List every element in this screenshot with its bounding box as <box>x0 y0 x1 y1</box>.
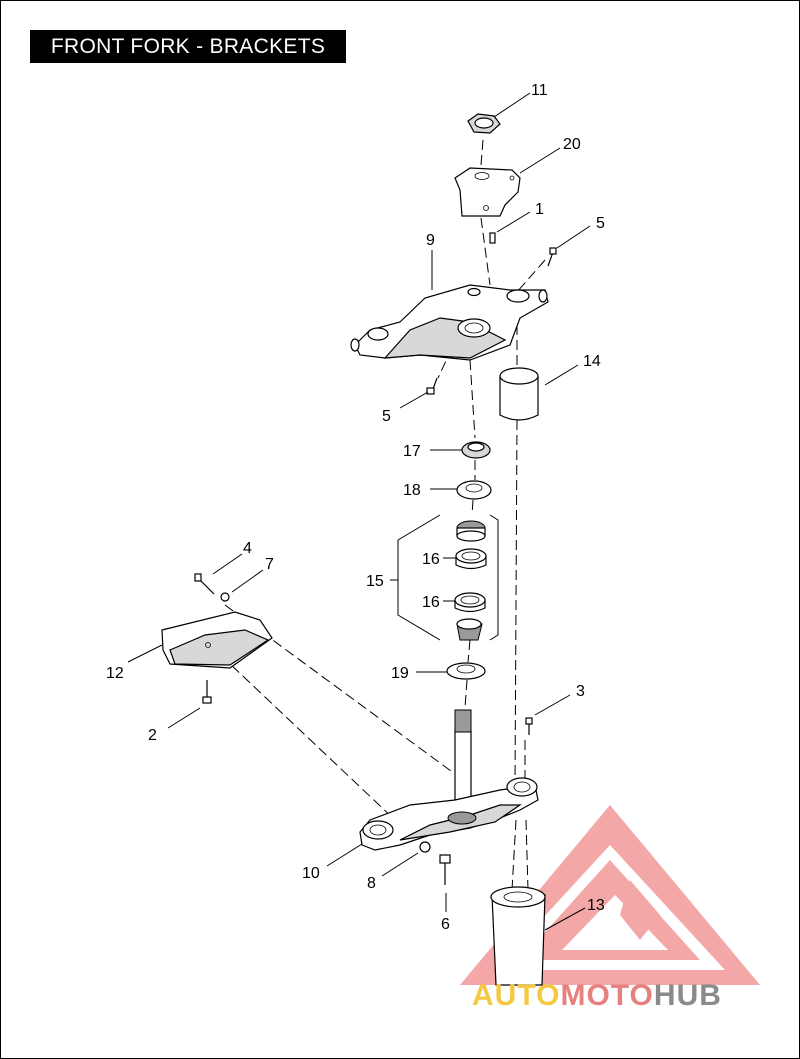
callout-2: 2 <box>148 727 157 744</box>
watermark-moto: MOTO <box>560 979 653 1012</box>
part-16-race-upper <box>455 548 487 570</box>
part-5-screw-lower <box>426 377 438 395</box>
page-title: FRONT FORK - BRACKETS <box>30 30 346 63</box>
part-10-lower-bracket <box>359 709 539 851</box>
leader-lines <box>127 92 591 931</box>
callout-11: 11 <box>531 82 548 99</box>
callout-8: 8 <box>367 875 376 892</box>
part-18-washer <box>456 480 492 500</box>
part-3-screw <box>525 717 533 735</box>
callout-19: 19 <box>391 665 409 682</box>
svg-text:AUTOMOTOHUB: AUTOMOTOHUB <box>472 979 722 1012</box>
callout-5-lower: 5 <box>382 408 391 425</box>
part-20-bracket <box>454 167 521 217</box>
part-14-spacer <box>499 367 539 421</box>
part-11-nut <box>467 113 501 134</box>
callout-18: 18 <box>403 482 421 499</box>
callout-16-upper: 16 <box>422 551 440 568</box>
part-9-upper-bracket <box>350 284 549 361</box>
callout-15: 15 <box>366 573 384 590</box>
callout-5-upper: 5 <box>596 215 605 232</box>
part-4-screw <box>194 573 215 595</box>
callout-3: 3 <box>576 683 585 700</box>
part-15-bearing-cone-upper <box>456 520 486 542</box>
watermark-auto: AUTO <box>472 979 560 1012</box>
watermark-hub: HUB <box>654 979 722 1012</box>
callout-6: 6 <box>441 916 450 933</box>
callout-12: 12 <box>106 665 124 682</box>
callout-labels: 11 20 1 5 9 5 14 17 18 15 16 16 4 7 12 1… <box>106 82 605 933</box>
watermark-text: AUTOMOTOHUB <box>472 979 722 1012</box>
part-12-plate <box>161 611 273 669</box>
callout-13: 13 <box>587 897 605 914</box>
callout-17: 17 <box>403 443 421 460</box>
part-16-race-lower <box>454 592 486 613</box>
part-7-washer <box>220 592 230 602</box>
part-13-tube <box>490 886 546 986</box>
callout-9: 9 <box>426 232 435 249</box>
part-17-adjuster-nut <box>461 441 491 459</box>
callout-20: 20 <box>563 136 581 153</box>
callout-16-lower: 16 <box>422 594 440 611</box>
part-8-washer <box>419 841 431 853</box>
assembly-centerlines <box>209 139 546 891</box>
callout-7: 7 <box>265 556 274 573</box>
callout-14: 14 <box>583 353 601 370</box>
part-6-screw <box>439 854 451 885</box>
part-15-bearing-cone-lower <box>456 618 483 641</box>
callout-4: 4 <box>243 540 252 557</box>
part-19-seal <box>446 662 486 680</box>
part-5-screw-upper <box>547 247 557 267</box>
part-1-pin <box>489 232 496 244</box>
part-2-screw <box>202 680 212 704</box>
callout-1: 1 <box>535 201 544 218</box>
callout-10: 10 <box>302 865 320 882</box>
part-15-group-bracket <box>397 514 499 641</box>
